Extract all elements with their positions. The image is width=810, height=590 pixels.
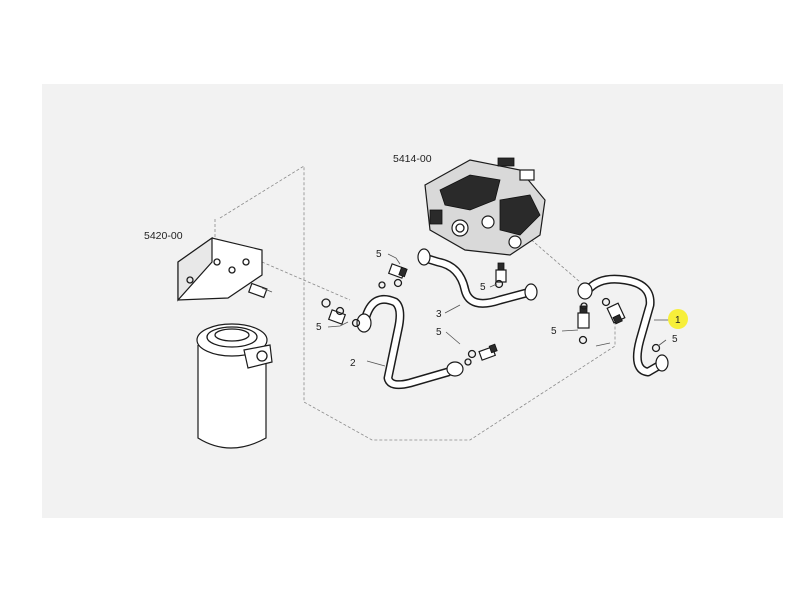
assembly-frame — [214, 165, 616, 441]
fitting-a[interactable] — [387, 263, 408, 279]
filter-assembly-label[interactable]: 5420-00 — [144, 230, 183, 242]
callout-2[interactable]: 2 — [350, 358, 356, 369]
bracket-sensor[interactable] — [248, 282, 273, 299]
fitting-c[interactable] — [478, 343, 498, 361]
leader-lines — [327, 253, 670, 367]
callout-3[interactable]: 3 — [436, 309, 442, 320]
fitting-e[interactable] — [606, 302, 626, 325]
callout-5-e[interactable]: 5 — [551, 326, 557, 337]
washers — [321, 278, 661, 366]
filter-bracket[interactable] — [177, 236, 263, 302]
pump-assembly-label[interactable]: 5414-00 — [393, 153, 432, 165]
callout-5-f[interactable]: 5 — [672, 334, 678, 345]
callout-5-c[interactable]: 5 — [480, 282, 486, 293]
callout-1[interactable]: 1 — [675, 315, 681, 326]
callout-1-highlight — [668, 309, 688, 329]
fuel-line-2[interactable] — [356, 294, 464, 390]
callout-5-a[interactable]: 5 — [376, 249, 382, 260]
callout-5-b[interactable]: 5 — [316, 322, 322, 333]
fuel-line-1[interactable] — [577, 274, 669, 377]
diagram-panel — [42, 84, 783, 518]
fuel-line-3[interactable] — [417, 248, 538, 308]
fuel-filter[interactable] — [196, 323, 273, 449]
fitting-b[interactable] — [495, 262, 507, 283]
fitting-f[interactable] — [327, 309, 347, 325]
callout-5-d[interactable]: 5 — [436, 327, 442, 338]
high-pressure-pump[interactable] — [424, 157, 546, 256]
